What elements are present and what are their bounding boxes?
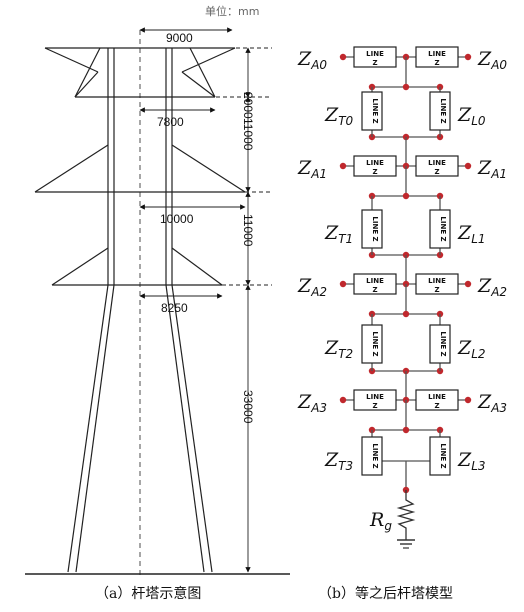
dim-width-mid1: 7800 [157, 115, 184, 129]
tower-diagram: 单位：mm [25, 4, 290, 575]
line-z-text: LINE [366, 50, 384, 58]
junction-dot [339, 162, 347, 170]
junction-dot [402, 83, 410, 91]
unit-label: 单位：mm [205, 4, 259, 18]
label-right-L3: ZL3 [457, 449, 486, 473]
line-z-box [429, 91, 451, 131]
label-right-A3: ZA3 [477, 391, 507, 415]
label-left-A0: ZA0 [297, 48, 327, 72]
label-left-T1: ZT1 [324, 222, 353, 246]
line-z-text: LINE [366, 277, 384, 285]
line-z-text: Z [434, 286, 439, 294]
line-z-box [415, 389, 459, 411]
label-right-L1: ZL1 [457, 222, 486, 246]
label-left-T3: ZT3 [324, 449, 353, 473]
line-z-box [361, 436, 383, 476]
line-z-text: LINE [366, 393, 384, 401]
label-left-A1: ZA1 [297, 157, 327, 181]
line-z-text: Z [372, 286, 377, 294]
junction-dot [402, 310, 410, 318]
line-z-box [361, 91, 383, 131]
height-dimensions [216, 47, 272, 573]
junction-dot [464, 280, 472, 288]
line-z-text: LINE [366, 159, 384, 167]
label-right-A1: ZA1 [477, 157, 507, 181]
middle-crossarm [34, 144, 246, 193]
label-left-A2: ZA2 [297, 275, 327, 299]
line-z-box [429, 209, 451, 249]
caption-left: （a）杆塔示意图 [95, 585, 201, 602]
line-z-box [353, 46, 397, 68]
line-z-box [429, 324, 451, 364]
caption-right: （b）等之后杆塔模型 [318, 585, 453, 602]
line-z-text: Z [434, 168, 439, 176]
line-z-box [361, 209, 383, 249]
line-z-box [353, 389, 397, 411]
dim-width-top: 9000 [166, 31, 193, 45]
junction-dot [464, 53, 472, 61]
tower-legs [67, 48, 213, 573]
label-left-A3: ZA3 [297, 391, 327, 415]
line-z-text: LINE [428, 277, 446, 285]
line-z-text: Z [372, 59, 377, 67]
label-right-L0: ZL0 [457, 104, 486, 128]
ground-resistor [396, 490, 416, 540]
line-z-text: LINE Z [371, 331, 379, 356]
junction-dot [464, 396, 472, 404]
line-z-text: LINE Z [371, 216, 379, 241]
dim-height-2: 11000 [241, 118, 255, 151]
line-z-box [353, 273, 397, 295]
line-z-box [415, 273, 459, 295]
line-z-text: Z [434, 402, 439, 410]
label-ground-resistance: Rg [369, 509, 392, 533]
junction-dot [339, 280, 347, 288]
line-z-box [415, 46, 459, 68]
line-z-box [429, 436, 451, 476]
dim-height-3: 11000 [241, 214, 255, 247]
label-right-A2: ZA2 [477, 275, 507, 299]
line-z-box [361, 324, 383, 364]
junction-dot [339, 396, 347, 404]
line-z-text: Z [372, 402, 377, 410]
dim-width-bottom: 8250 [161, 301, 188, 315]
junction-dot [402, 426, 410, 434]
width-dimensions [139, 27, 246, 299]
junction-dot [464, 162, 472, 170]
line-z-text: LINE [428, 159, 446, 167]
line-z-box [415, 155, 459, 177]
line-z-text: LINE Z [439, 216, 447, 241]
line-z-text: Z [434, 59, 439, 67]
dim-height-1: 2000 [241, 92, 255, 119]
line-z-text: LINE [428, 393, 446, 401]
line-z-text: LINE Z [371, 98, 379, 123]
line-z-box [353, 155, 397, 177]
lower-crossarm [51, 247, 223, 286]
top-crossarm [44, 47, 236, 98]
label-left-T0: ZT0 [324, 104, 354, 128]
junction-dot [339, 53, 347, 61]
line-z-text: Z [372, 168, 377, 176]
dim-width-mid2: 10000 [160, 212, 194, 226]
junction-dot [402, 192, 410, 200]
line-z-text: LINE Z [439, 98, 447, 123]
label-right-A0: ZA0 [477, 48, 507, 72]
line-z-text: LINE Z [439, 331, 447, 356]
line-z-text: LINE Z [371, 443, 379, 468]
label-left-T2: ZT2 [324, 337, 353, 361]
line-z-text: LINE [428, 50, 446, 58]
dim-height-4: 33000 [241, 390, 255, 424]
label-right-L2: ZL2 [457, 337, 486, 361]
line-z-text: LINE Z [439, 443, 447, 468]
